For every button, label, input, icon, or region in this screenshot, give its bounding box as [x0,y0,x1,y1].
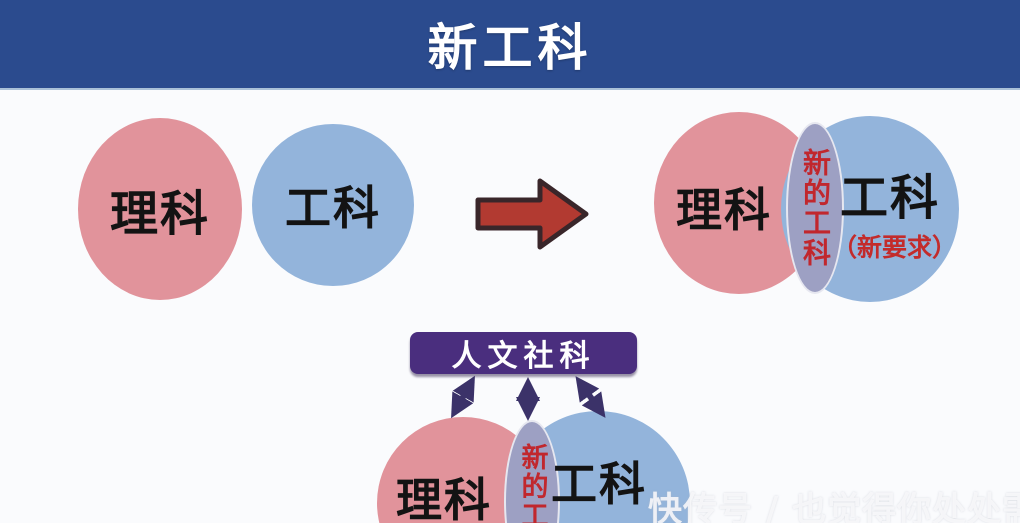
new-engineering-overlap-label-bottom: 新的工科 [516,443,548,523]
watermark: 快传号 / 也觉得你处处需要照顾 [648,490,1020,523]
humanities-label: 人文社科 [451,339,596,374]
new-engineering-overlap-label: 新的工科 [799,148,832,268]
science-circle-before: 理科 [78,118,242,300]
engineering-label-before: 工科 [285,181,381,235]
venn-overlap-after: 新的工科 [786,122,844,294]
double-arrow-right-icon [575,376,606,418]
science-label-before: 理科 [109,186,210,242]
humanities-box: 人文社科 [410,332,637,374]
right-block-arrow-icon [475,178,589,250]
science-label-after: 理科 [676,183,772,237]
double-arrow-connectors-icon [451,375,606,421]
science-label-bottom: 理科 [396,473,492,523]
engineering-label-after: 工科 [840,170,941,226]
engineering-label-bottom: 工科 [551,457,647,511]
new-requirements-note: （新要求） [832,233,958,262]
title-bar: 新工科 [0,0,1020,90]
double-arrow-left-icon [451,375,475,419]
page-title: 新工科 [427,19,593,77]
engineering-circle-before: 工科 [252,124,414,286]
